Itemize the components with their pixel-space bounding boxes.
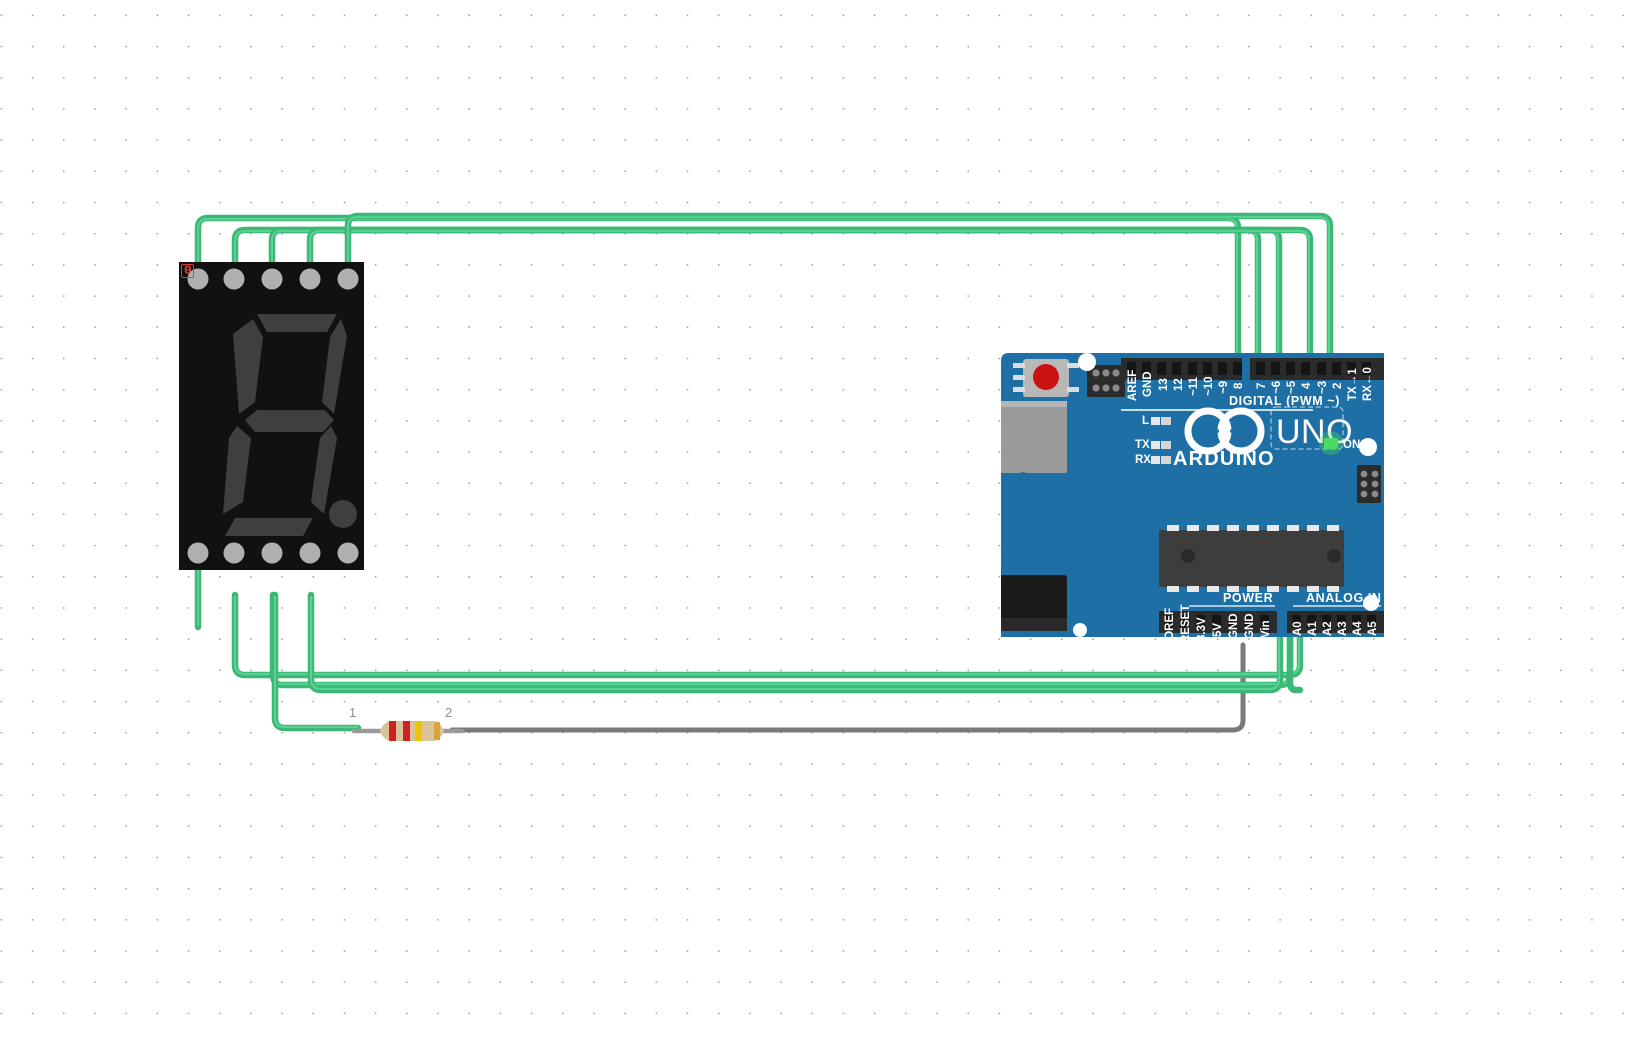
pin-label-reset: RESET — [1180, 605, 1192, 643]
pin-label-4: 4 — [1301, 382, 1313, 389]
icsp1-header — [1357, 465, 1381, 503]
pin-label-ioref: IOREF — [1164, 608, 1176, 643]
power-jack — [985, 575, 1067, 631]
power-analog-headers — [1159, 611, 1387, 633]
digital-header — [1121, 358, 1384, 380]
led-label-rx: RX — [1135, 454, 1151, 466]
display-pin-top-4 — [299, 268, 321, 290]
pin-label-a2: A2 — [1322, 621, 1334, 636]
wire-a1[interactable] — [1286, 623, 1304, 694]
display-pin-top-1 — [187, 268, 209, 290]
power-led — [1324, 438, 1338, 449]
pin-label-33v: 3.3V — [1196, 617, 1208, 641]
pin-label-6: ~6 — [1271, 381, 1283, 394]
pin-label-5: ~5 — [1286, 380, 1298, 394]
pin-label-8: 8 — [1233, 382, 1245, 389]
pin-label-a1: A1 — [1307, 621, 1319, 636]
wire-d3[interactable] — [231, 368, 1304, 679]
resistor-band-2 — [403, 721, 410, 741]
arduino-model-text: UNO — [1276, 413, 1353, 451]
resistor-band-1 — [389, 721, 396, 741]
segment-b — [322, 319, 347, 414]
atmega-chip — [1159, 525, 1344, 592]
pin-label-vin: Vin — [1260, 620, 1272, 638]
resistor-graphic: 1 2 — [349, 705, 465, 741]
pin-label-a3: A3 — [1337, 621, 1349, 636]
pin-label-gnd1: GND — [1228, 613, 1240, 639]
mounting-hole-4 — [1073, 623, 1087, 637]
arduino-logo — [1184, 407, 1265, 455]
wire-d4[interactable] — [344, 212, 1334, 376]
segment-f — [233, 319, 263, 414]
digital-header-label: DIGITAL (PWM ~) — [1229, 394, 1340, 408]
pin-label-7: 7 — [1256, 383, 1268, 389]
resistor-terminal-1-label: 1 — [349, 705, 356, 720]
display-pin-top-3 — [261, 268, 283, 290]
arduino-uno-board[interactable]: AREF GND 13 12 ~11 ~10 ~9 8 7 ~6 ~5 4 ~3… — [975, 353, 1387, 646]
analog-header-label: ANALOG IN — [1306, 591, 1382, 605]
display-pin-bottom-2 — [223, 542, 245, 564]
pin-label-2: 2 — [1332, 383, 1344, 389]
pin-label-11: ~11 — [1188, 377, 1200, 396]
pin-label-a5: A5 — [1367, 621, 1379, 636]
pin-label-5v: 5V — [1212, 623, 1224, 637]
pin-label-10: ~10 — [1203, 376, 1215, 396]
display-pin-top-5 — [337, 268, 359, 290]
display-pin-bottom-4 — [299, 542, 321, 564]
seven-segment-display[interactable]: 0 — [179, 262, 364, 570]
mounting-hole-1 — [1078, 353, 1096, 371]
mounting-hole-2 — [1359, 438, 1377, 456]
resistor[interactable]: 1 2 — [340, 705, 470, 750]
pin-label-12: 12 — [1173, 378, 1185, 391]
led-label-l: L — [1142, 415, 1149, 427]
pin-label-tx1: TX→1 — [1347, 368, 1359, 401]
usb-connector — [975, 401, 1067, 473]
led-label-tx: TX — [1135, 439, 1150, 451]
reset-button — [1013, 359, 1079, 397]
pin-label-3: ~3 — [1317, 381, 1329, 394]
display-pin-bottom-1 — [187, 542, 209, 564]
arduino-uno-graphic: AREF GND 13 12 ~11 ~10 ~9 8 7 ~6 ~5 4 ~3… — [975, 353, 1387, 643]
display-pin-bottom-3 — [261, 542, 283, 564]
segment-a — [257, 314, 337, 332]
segment-decimal-point — [329, 500, 357, 528]
display-pin-bottom-5 — [337, 542, 359, 564]
power-led-label: ON — [1343, 439, 1360, 451]
pin-label-a4: A4 — [1352, 621, 1364, 636]
pin-label-9: ~9 — [1218, 381, 1230, 394]
wire-d5[interactable] — [306, 226, 1314, 376]
pin-label-a0: A0 — [1292, 621, 1304, 636]
seven-segment-display-graphic — [179, 262, 364, 570]
segment-d — [225, 518, 313, 536]
pin-label-13: 13 — [1158, 378, 1170, 391]
resistor-terminal-2-label: 2 — [445, 705, 452, 720]
status-leds: L TX RX — [1135, 415, 1171, 466]
resistor-band-4 — [434, 722, 440, 740]
pin-label-gnd2: GND — [1244, 613, 1256, 639]
segment-e — [223, 426, 251, 514]
resistor-band-3 — [415, 721, 422, 741]
wire-d7[interactable] — [231, 226, 1262, 376]
wire-resistor-to-gnd[interactable] — [449, 642, 1246, 733]
icsp2-header — [1087, 365, 1125, 397]
power-header-label: POWER — [1223, 591, 1273, 605]
display-pin-top-2 — [223, 268, 245, 290]
wire-a0[interactable] — [307, 591, 1284, 694]
segment-c — [311, 426, 337, 514]
pin-label-aref: AREF — [1127, 370, 1139, 401]
display-label: 0 — [181, 264, 195, 278]
pin-label-gnd-d: GND — [1142, 371, 1154, 397]
wire-d6[interactable] — [268, 226, 1283, 376]
segment-g — [245, 410, 334, 432]
pin-label-rx0: RX←0 — [1362, 367, 1374, 401]
arduino-brand-text: ARDUINO — [1173, 448, 1275, 470]
mounting-hole-3 — [1363, 595, 1379, 611]
wire-display-to-resistor[interactable] — [271, 591, 362, 732]
